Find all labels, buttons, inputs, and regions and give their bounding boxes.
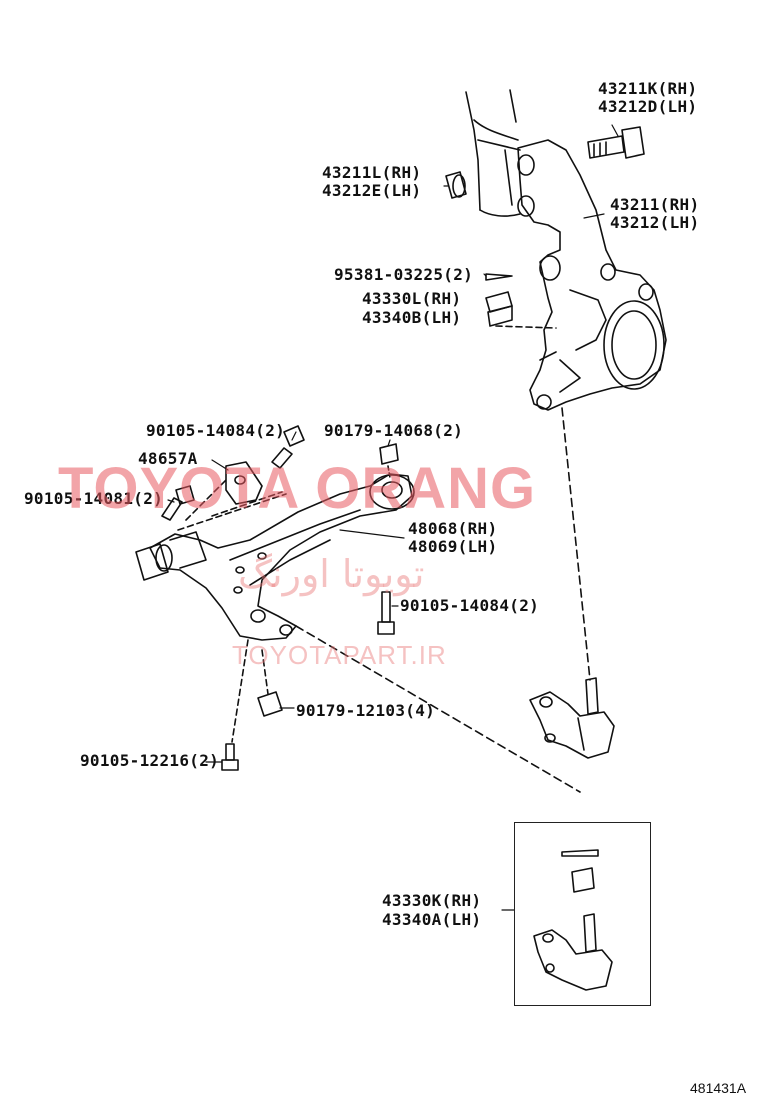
- part-label-90179-14068[interactable]: 90179-14068(2): [324, 421, 464, 440]
- strut-icon: [465, 89, 521, 217]
- part-label-43211[interactable]: 43211(RH): [610, 195, 700, 214]
- watermark-brand: TOYOTA ORANG: [58, 456, 537, 521]
- washer-icon: [445, 171, 467, 199]
- part-label-48657A[interactable]: 48657A: [138, 449, 198, 468]
- part-label-90105-14084-mid[interactable]: 90105-14084(2): [400, 596, 540, 615]
- part-label-43340A[interactable]: 43340A(LH): [382, 910, 482, 929]
- inset-box: [514, 822, 651, 1006]
- part-label-90105-14081[interactable]: 90105-14081(2): [24, 489, 164, 508]
- watermark-arabic: تویوتا اورنگ: [238, 552, 425, 596]
- part-label-48068[interactable]: 48068(RH): [408, 519, 498, 538]
- part-label-95381[interactable]: 95381-03225(2): [334, 265, 474, 284]
- bracket-icon: [225, 461, 263, 505]
- nut-icon: [379, 443, 399, 465]
- part-label-43212E[interactable]: 43212E(LH): [322, 181, 422, 200]
- part-label-43340B[interactable]: 43340B(LH): [362, 308, 462, 327]
- ball-joint-icon: [529, 677, 615, 759]
- cotter-pin-icon: [561, 849, 599, 857]
- part-label-43330K[interactable]: 43330K(RH): [382, 891, 482, 910]
- bolt-icon: [377, 591, 395, 635]
- bolt-icon: [221, 743, 239, 771]
- part-label-43211K[interactable]: 43211K(RH): [598, 79, 698, 98]
- ball-joint-icon: [533, 913, 613, 991]
- bolt-icon: [271, 425, 305, 469]
- bolt-icon: [587, 126, 645, 159]
- cotter-pin-icon: [485, 273, 513, 281]
- part-label-90105-14084-top[interactable]: 90105-14084(2): [146, 421, 286, 440]
- part-label-43211L[interactable]: 43211L(RH): [322, 163, 422, 182]
- lower-arm-icon: [149, 473, 413, 641]
- bolt-icon: [161, 485, 195, 521]
- nut-icon: [485, 291, 513, 327]
- part-label-43212D[interactable]: 43212D(LH): [598, 97, 698, 116]
- part-label-48069[interactable]: 48069(LH): [408, 537, 498, 556]
- leader-lines: [167, 124, 619, 911]
- part-label-43212[interactable]: 43212(LH): [610, 213, 700, 232]
- figure-code: 481431A: [690, 1080, 747, 1096]
- watermark-site: TOYOTAPART.IR: [232, 640, 447, 670]
- knuckle-icon: [517, 139, 667, 411]
- part-label-43330L[interactable]: 43330L(RH): [362, 289, 462, 308]
- bushing-icon: [369, 474, 415, 510]
- nut-icon: [571, 867, 595, 893]
- bushing-icon: [135, 531, 207, 581]
- part-label-90179-12103[interactable]: 90179-12103(4): [296, 701, 436, 720]
- part-label-90105-12216[interactable]: 90105-12216(2): [80, 751, 220, 770]
- nut-icon: [257, 691, 283, 717]
